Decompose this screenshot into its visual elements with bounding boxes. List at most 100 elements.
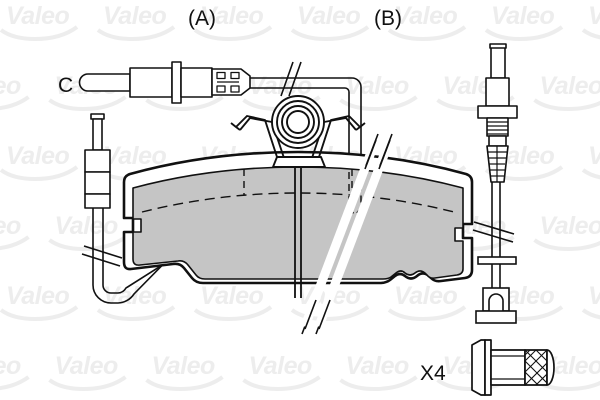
watermark-swoosh — [48, 235, 127, 252]
watermark-tile: Valeo — [145, 352, 224, 392]
watermark-tile: Valeo — [387, 282, 467, 322]
sensor-a-cable-break-marks — [81, 245, 123, 267]
watermark-tile: Valeo — [533, 72, 600, 112]
watermark-swoosh — [339, 375, 418, 392]
spring-clip-arm-right-tip — [355, 122, 366, 131]
sensor-a-upper-body — [84, 149, 111, 173]
sensor-b-cross-clip — [477, 256, 517, 265]
pad-section-break-ticks — [304, 139, 391, 330]
watermark-text: Valeo — [152, 352, 216, 380]
watermark-text: Valeo — [346, 72, 410, 100]
hex-bolt-thread-hatch — [524, 349, 548, 386]
watermark-text: Valeo — [491, 2, 555, 30]
sensor-a-cable-left — [92, 208, 191, 304]
part-wear-sensor-vertical-right — [477, 43, 518, 183]
watermark-swoosh — [48, 375, 127, 392]
watermark-swoosh — [0, 165, 79, 182]
watermark-text: Valeo — [394, 2, 458, 30]
watermark-tile: Valeo — [48, 352, 127, 392]
part-hex-bolt — [471, 339, 555, 396]
brake-pad-friction-material — [132, 166, 464, 280]
spring-clip-arm-left-tip — [230, 122, 241, 131]
spring-clip-bore — [286, 110, 310, 134]
watermark-tile: Valeo — [484, 2, 564, 42]
hatch — [524, 349, 548, 373]
watermark-tile: Valeo — [48, 212, 127, 252]
watermark-swoosh — [533, 98, 600, 112]
watermark-swoosh — [0, 375, 30, 391]
sensor-b-probe-cap — [489, 43, 507, 49]
watermark-text: Valeo — [588, 142, 600, 170]
label-bolt-quantity: X4 — [420, 362, 446, 385]
watermark-text: Valeo — [346, 352, 410, 380]
hex-bolt-shank — [490, 349, 526, 386]
watermark-text: Valeo — [103, 282, 167, 310]
hex-bolt-end — [546, 349, 555, 386]
watermark-tile: Valeo — [193, 282, 273, 322]
hatch — [524, 349, 537, 362]
watermark-tile: Valeo — [0, 282, 79, 322]
watermark-tile: Valeo — [242, 352, 321, 392]
break-mark — [288, 61, 302, 97]
sensor-c-cable-lower — [250, 87, 350, 168]
watermark-swoosh — [533, 238, 600, 252]
hex-bolt-head — [471, 339, 486, 396]
spring-clip-foot — [272, 156, 326, 168]
pad-chamfer-dashed-line — [141, 192, 455, 213]
label-variant-c: C — [58, 74, 73, 97]
watermark-tile: Valeo — [581, 2, 600, 40]
watermark-tile: Valeo — [0, 72, 30, 111]
watermark-swoosh — [0, 25, 79, 42]
break-tick — [378, 139, 391, 170]
watermark-swoosh — [0, 95, 30, 111]
sensor-c-rear-body — [180, 67, 213, 98]
sensor-b-collar — [488, 135, 507, 147]
watermark-tile: Valeo — [0, 142, 79, 182]
sensor-a-mid-body — [84, 171, 111, 195]
break-tick — [318, 299, 331, 330]
watermark-tile: Valeo — [96, 282, 176, 322]
sensor-b-probe — [490, 45, 506, 79]
watermark-text: Valeo — [540, 212, 600, 240]
watermark-text: Valeo — [103, 2, 167, 30]
break-mark — [280, 61, 294, 97]
watermark-text: Valeo — [200, 2, 264, 30]
watermark-tile: Valeo — [533, 212, 600, 252]
sensor-c-flange — [171, 61, 182, 104]
sensor-c-tip — [78, 73, 131, 92]
hex-bolt-head-face — [484, 339, 492, 396]
watermark-swoosh — [96, 25, 176, 42]
watermark-swoosh — [484, 25, 564, 42]
sensor-c-terminal-3 — [230, 71, 240, 80]
break-tick — [304, 299, 317, 330]
watermark-tile: Valeo — [0, 212, 30, 251]
hatch — [524, 362, 548, 386]
sensor-b-strain-relief-ribs — [488, 146, 507, 182]
watermark-text: Valeo — [0, 72, 21, 100]
watermark-tile: Valeo — [387, 2, 467, 42]
break-mark — [83, 245, 123, 259]
watermark-text: Valeo — [249, 352, 313, 380]
watermark-text: Valeo — [55, 352, 119, 380]
sensor-b-ribbed-band — [486, 117, 509, 137]
sensor-c-cable-upper — [250, 77, 362, 168]
watermark-swoosh — [0, 305, 79, 322]
watermark-swoosh — [581, 308, 600, 320]
watermark-text: Valeo — [6, 282, 70, 310]
hatch — [535, 371, 548, 384]
watermark-text: Valeo — [0, 212, 21, 240]
part-wear-sensor-vertical-left — [84, 113, 111, 209]
label-variant-b: (B) — [374, 7, 402, 30]
break-mark — [81, 253, 121, 267]
watermark-swoosh — [145, 95, 224, 112]
sensor-b-terminal-inner — [488, 293, 504, 311]
sensor-b-flange — [477, 105, 518, 119]
sensor-c-terminal-2 — [216, 85, 226, 93]
watermark-text: Valeo — [200, 282, 264, 310]
spring-clip-arm-left — [235, 115, 278, 158]
hatch — [524, 349, 531, 356]
spring-clip-arm-right — [318, 115, 361, 158]
hatch — [535, 373, 548, 386]
watermark-tile: Valeo — [339, 72, 418, 112]
